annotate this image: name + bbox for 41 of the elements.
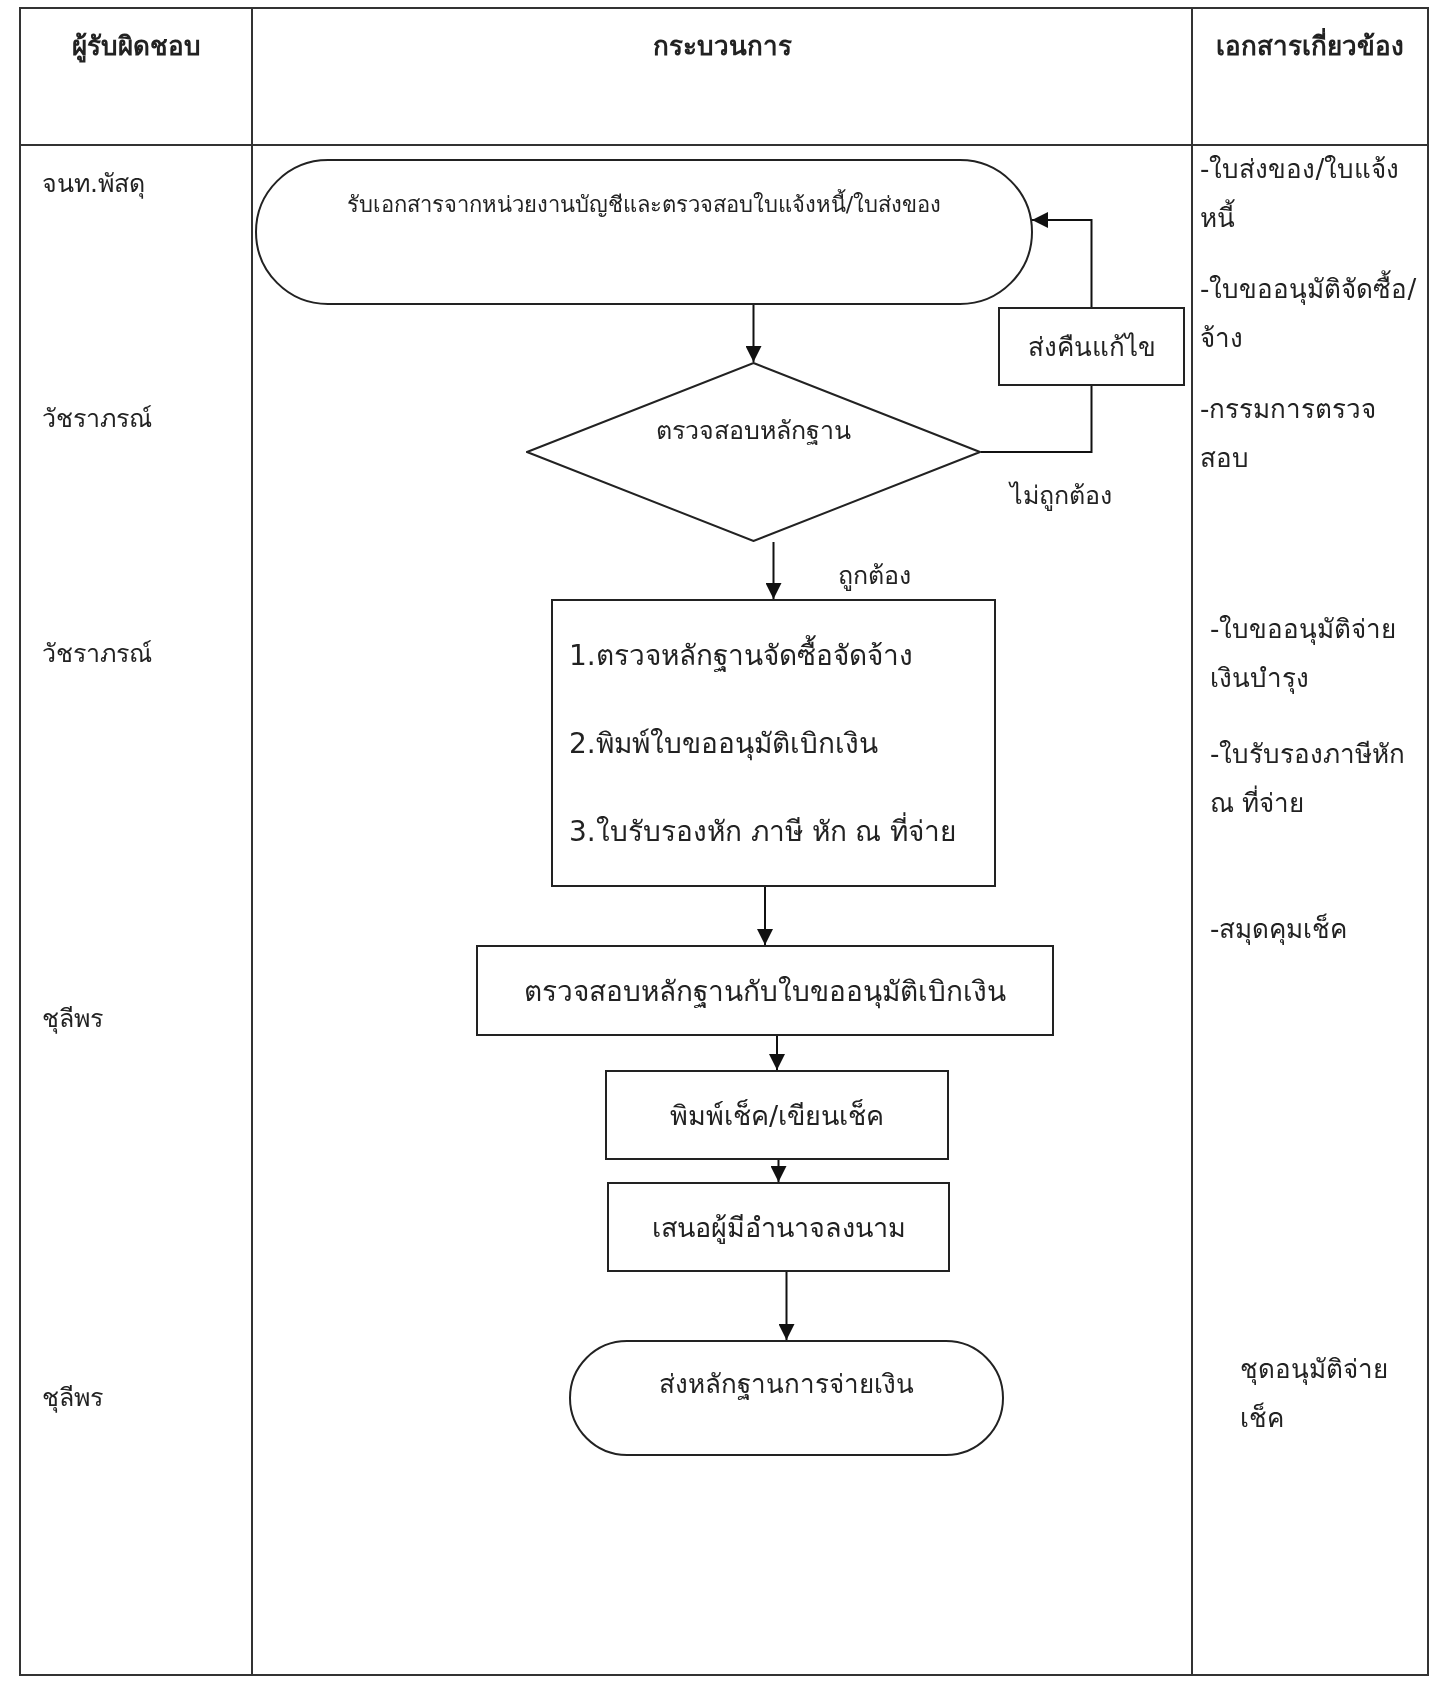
step-text: ตรวจสอบหลักฐานกับใบขออนุมัติเบิกเงิน xyxy=(524,973,1006,1011)
process-box xyxy=(605,1070,949,1160)
column-header: กระบวนการ xyxy=(651,30,793,63)
connector-line xyxy=(980,385,1093,453)
document-list-item: -ใบขออนุมัติจ่ายเงินบำรุง xyxy=(1210,613,1398,696)
arrow xyxy=(769,1035,785,1071)
step-text: รับเอกสารจากหน่วยงานบัญชีและตรวจสอบใบแจ้งหนี้/ใบส่งของ xyxy=(346,187,942,223)
process-box xyxy=(998,307,1185,386)
edge-label: ถูกต้อง xyxy=(838,560,911,593)
person-name: วัชราภรณ์ xyxy=(42,638,153,670)
person-name: วัชราภรณ์ xyxy=(42,403,153,435)
column-header: ผู้รับผิดชอบ xyxy=(70,30,202,65)
process-box xyxy=(551,599,996,887)
step-text: 1.ตรวจหลักฐานจัดซื้อจัดจ้าง xyxy=(569,633,913,677)
document-list-item: ชุดอนุมัติจ่ายเช็ค xyxy=(1240,1353,1389,1436)
step-text: เสนอผู้มีอำนาจลงนาม xyxy=(651,1210,906,1246)
decision-diamond xyxy=(526,362,981,542)
document-list-item: -ใบขออนุมัติจัดซื้อ/จ้าง xyxy=(1200,265,1420,364)
document-list-item: -กรรมการตรวจสอบ xyxy=(1200,393,1378,476)
document-list-item: -สมุดคุมเช็ค xyxy=(1210,912,1349,947)
step-text: พิมพ์เช็ค/เขียนเช็ค xyxy=(669,1098,885,1133)
arrow xyxy=(757,886,773,946)
edge-label: ไม่ถูกต้อง xyxy=(1010,480,1112,513)
arrow xyxy=(745,304,762,363)
arrow xyxy=(770,1159,787,1183)
person-name: ชุลีพร xyxy=(42,1003,104,1036)
document-list-item: -ใบส่งของ/ใบแจ้งหนี้ xyxy=(1200,153,1401,236)
process-box xyxy=(607,1182,950,1272)
person-name: ชุลีพร xyxy=(42,1382,104,1415)
arrow xyxy=(765,541,782,600)
step-text: ตรวจสอบหลักฐาน xyxy=(656,414,851,447)
process-box xyxy=(476,945,1054,1036)
column-header: เอกสารเกี่ยวข้อง xyxy=(1192,22,1428,72)
document-list-item: -ใบรับรองภาษีหัก ณ ที่จ่าย xyxy=(1210,738,1407,821)
arrow xyxy=(1031,212,1093,308)
step-text: 2.พิมพ์ใบขออนุมัติเบิกเงิน xyxy=(569,726,878,763)
step-text: ส่งคืนแก้ไข xyxy=(1027,331,1156,364)
step-text: 3.ใบรับรองหัก ภาษี หัก ณ ที่จ่าย xyxy=(569,809,957,853)
arrow xyxy=(778,1271,795,1341)
step-text: ส่งหลักฐานการจ่ายเงิน xyxy=(659,1367,914,1402)
person-name: จนท.พัสดุ xyxy=(42,168,146,201)
